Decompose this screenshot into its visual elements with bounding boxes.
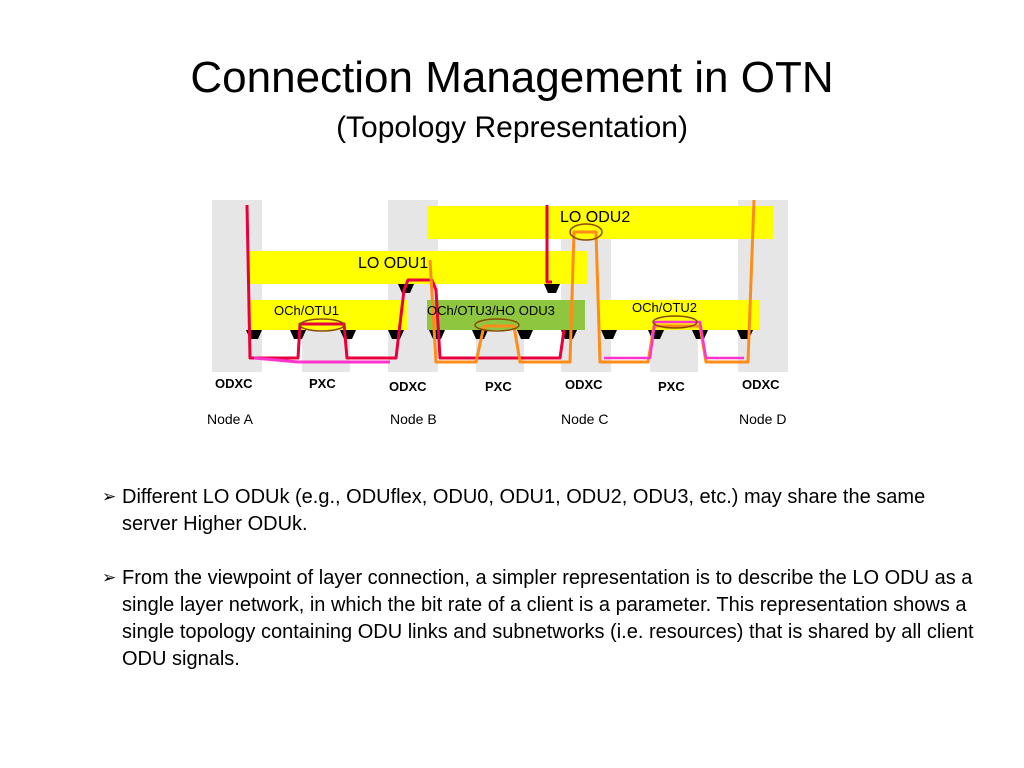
label-node-d: Node D — [739, 411, 786, 427]
label-odxc-c: ODXC — [565, 377, 603, 392]
lo-odu2-band — [427, 206, 773, 239]
bullet-list: ➢ Different LO ODUk (e.g., ODUflex, ODU0… — [102, 484, 982, 700]
label-odxc-d: ODXC — [742, 377, 780, 392]
trace-lo-odu2-magenta — [604, 320, 744, 360]
bullet-item: ➢ From the viewpoint of layer connection… — [102, 565, 982, 673]
trace-lo-odu2-red — [545, 205, 552, 284]
page-subtitle: (Topology Representation) — [336, 111, 688, 144]
label-odxc-a: ODXC — [215, 376, 253, 391]
label-pxc-1: PXC — [309, 376, 336, 391]
trace-lo-odu1-red — [245, 204, 566, 360]
label-pxc-3: PXC — [658, 379, 685, 394]
xc-ellipses — [299, 223, 698, 332]
bullet-text: From the viewpoint of layer connection, … — [122, 567, 974, 670]
label-och-otu3: OCh/OTU3/HO ODU3 — [427, 303, 555, 318]
label-node-a: Node A — [207, 411, 254, 427]
label-lo-odu2: LO ODU2 — [560, 209, 630, 226]
label-odxc-b: ODXC — [389, 379, 427, 394]
trace-lo-odu1-magenta — [253, 356, 390, 364]
label-node-c: Node C — [561, 411, 608, 427]
label-och-otu2: OCh/OTU2 — [632, 300, 697, 315]
column-odxc-a — [212, 200, 262, 372]
signal-traces — [245, 199, 756, 364]
label-och-otu1: OCh/OTU1 — [274, 303, 339, 318]
bullet-item: ➢ Different LO ODUk (e.g., ODUflex, ODU0… — [102, 484, 982, 538]
label-pxc-2: PXC — [485, 379, 512, 394]
bullet-text: Different LO ODUk (e.g., ODUflex, ODU0, … — [122, 486, 926, 535]
label-node-b: Node B — [390, 411, 437, 427]
bullet-arrow-icon: ➢ — [102, 487, 117, 507]
page-title: Connection Management in OTN — [190, 53, 834, 102]
bullet-arrow-icon: ➢ — [102, 568, 117, 588]
label-lo-odu1: LO ODU1 — [358, 255, 428, 272]
